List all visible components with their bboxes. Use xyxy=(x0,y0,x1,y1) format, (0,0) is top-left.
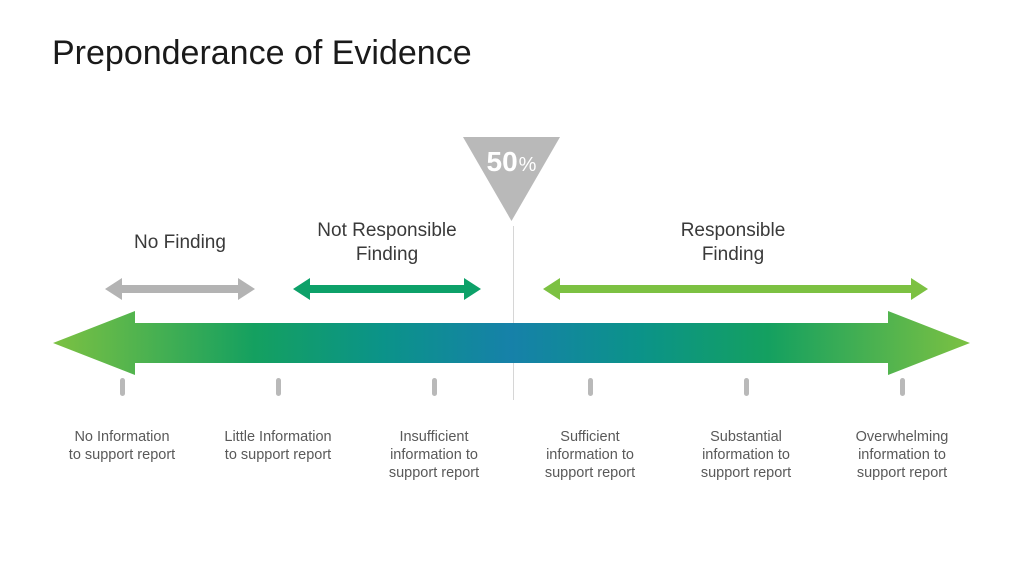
scale-tick-4 xyxy=(588,378,593,396)
scale-tick-label-5: Substantial information to support repor… xyxy=(700,429,792,481)
scale-tick-label-3: Insufficient information to support repo… xyxy=(388,429,480,481)
zone-arrow-no-finding xyxy=(105,278,255,300)
scale-tick-2 xyxy=(276,378,281,396)
scale-tick-label-6: Overwhelming information to support repo… xyxy=(855,429,949,481)
zone-label-no-finding: No Finding xyxy=(134,232,226,253)
percent-sign: % xyxy=(518,154,537,176)
zone-label-not-responsible-finding: Not Responsible Finding xyxy=(317,220,457,265)
threshold-percentage: 50% xyxy=(487,146,537,221)
threshold-divider-line xyxy=(513,226,514,400)
scale-tick-label-2: Little Information to support report xyxy=(224,429,332,463)
zone-arrow-responsible-finding xyxy=(543,278,928,300)
threshold-marker-triangle: 50% xyxy=(463,137,560,221)
zone-arrow-not-responsible-finding xyxy=(293,278,481,300)
slide-title: Preponderance of Evidence xyxy=(52,34,472,72)
scale-tick-6 xyxy=(900,378,905,396)
scale-tick-5 xyxy=(744,378,749,396)
scale-tick-label-1: No Information to support report xyxy=(68,429,176,463)
scale-tick-1 xyxy=(120,378,125,396)
scale-tick-3 xyxy=(432,378,437,396)
scale-tick-label-4: Sufficient information to support report xyxy=(544,429,636,481)
evidence-gradient-arrow xyxy=(53,311,970,375)
zone-label-responsible-finding: Responsible Finding xyxy=(680,220,786,265)
threshold-value: 50 xyxy=(486,146,518,177)
